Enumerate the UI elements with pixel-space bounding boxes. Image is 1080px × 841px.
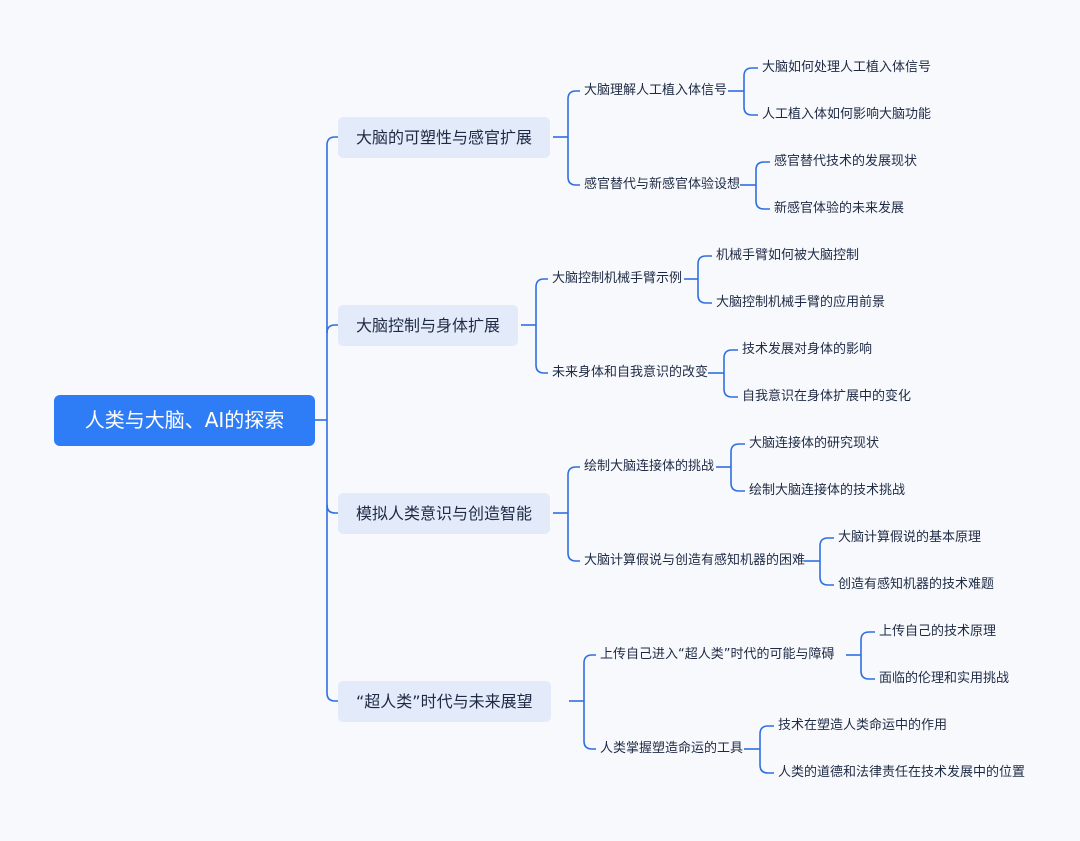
connector-line: [326, 504, 338, 514]
connector-line: [755, 161, 770, 171]
connector-line: [759, 764, 774, 774]
connector-line: [755, 200, 770, 210]
branch-node[interactable]: “超人类”时代与未来展望: [338, 681, 551, 722]
connector-line: [697, 294, 712, 304]
leaf-node[interactable]: 上传自己的技术原理: [879, 624, 997, 639]
connector-line: [326, 324, 338, 334]
connector-line: [326, 692, 338, 702]
connector-line: [567, 90, 580, 100]
sub-node[interactable]: 大脑理解人工植入体信号: [584, 83, 728, 98]
branch-node[interactable]: 模拟人类意识与创造智能: [338, 493, 551, 534]
sub-node[interactable]: 大脑计算假说与创造有感知机器的困难: [584, 553, 806, 568]
root-node[interactable]: 人类与大脑、AI的探索: [54, 395, 315, 446]
connector-line: [860, 631, 875, 641]
leaf-node[interactable]: 感官替代技术的发展现状: [774, 154, 918, 169]
connector-line: [535, 364, 548, 374]
leaf-node[interactable]: 人工植入体如何影响大脑功能: [762, 107, 932, 122]
leaf-node[interactable]: 人类的道德和法律责任在技术发展中的位置: [778, 765, 1026, 780]
leaf-node[interactable]: 大脑如何处理人工植入体信号: [762, 60, 932, 75]
sub-node[interactable]: 上传自己进入“超人类”时代的可能与障碍: [600, 647, 835, 662]
leaf-node[interactable]: 新感官体验的未来发展: [774, 201, 905, 216]
sub-node[interactable]: 大脑控制机械手臂示例: [552, 271, 683, 286]
sub-node[interactable]: 未来身体和自我意识的改变: [552, 365, 709, 380]
sub-node[interactable]: 人类掌握塑造命运的工具: [600, 741, 744, 756]
branch-node[interactable]: 大脑的可塑性与感官扩展: [338, 117, 551, 158]
connector-line: [743, 106, 758, 116]
connector-line: [583, 654, 596, 664]
leaf-node[interactable]: 绘制大脑连接体的技术挑战: [749, 483, 906, 498]
leaf-node[interactable]: 大脑控制机械手臂的应用前景: [716, 295, 886, 310]
connector-line: [567, 466, 580, 476]
leaf-node[interactable]: 机械手臂如何被大脑控制: [716, 248, 860, 263]
connector-line: [567, 176, 580, 186]
connector-line: [567, 552, 580, 562]
connector-line: [535, 278, 548, 288]
connector-line: [730, 482, 745, 492]
leaf-node[interactable]: 大脑连接体的研究现状: [749, 436, 880, 451]
leaf-node[interactable]: 大脑计算假说的基本原理: [838, 530, 982, 545]
sub-node[interactable]: 感官替代与新感官体验设想: [584, 177, 741, 192]
connector-line: [759, 725, 774, 735]
sub-node[interactable]: 绘制大脑连接体的挑战: [584, 459, 715, 474]
leaf-node[interactable]: 技术在塑造人类命运中的作用: [778, 718, 948, 733]
connector-line: [743, 67, 758, 77]
connector-line: [723, 349, 738, 359]
connector-line: [819, 576, 834, 586]
leaf-node[interactable]: 面临的伦理和实用挑战: [879, 671, 1010, 686]
leaf-node[interactable]: 创造有感知机器的技术难题: [838, 577, 995, 592]
connector-line: [583, 740, 596, 750]
connector-line: [697, 255, 712, 265]
leaf-node[interactable]: 技术发展对身体的影响: [742, 342, 873, 357]
connector-line: [860, 670, 875, 680]
branch-node[interactable]: 大脑控制与身体扩展: [338, 305, 519, 346]
connector-line: [723, 388, 738, 398]
connector-line: [326, 136, 338, 146]
connector-line: [819, 537, 834, 547]
connector-line: [730, 443, 745, 453]
leaf-node[interactable]: 自我意识在身体扩展中的变化: [742, 389, 912, 404]
